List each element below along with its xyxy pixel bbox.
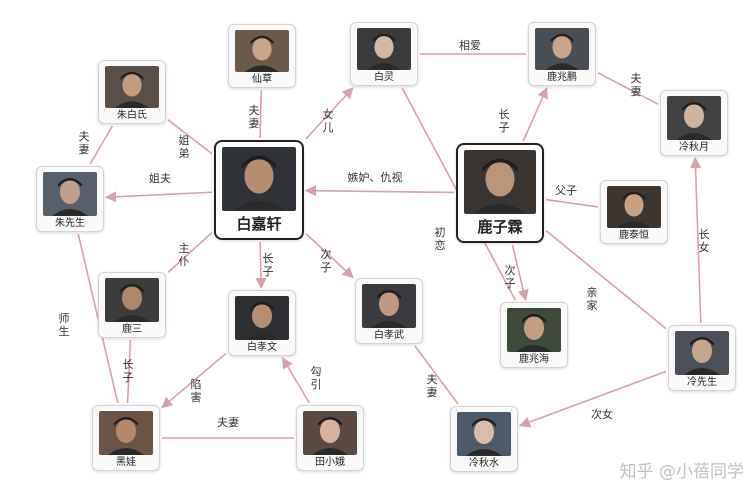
person-card-lengxiansheng: 冷先生 bbox=[668, 325, 736, 391]
relation-label: 次子 bbox=[505, 263, 516, 290]
relation-edge bbox=[518, 370, 667, 428]
person-card-lengqiuyue: 冷秋月 bbox=[660, 90, 728, 156]
person-card-heiwa: 黑娃 bbox=[92, 405, 160, 471]
relation-edge bbox=[522, 86, 548, 142]
person-name: 冷秋水 bbox=[469, 458, 499, 469]
portrait-photo bbox=[105, 278, 159, 322]
person-card-luzilin: 鹿子霖 bbox=[456, 143, 544, 243]
portrait-photo bbox=[607, 186, 661, 228]
relation-label: 陷害 bbox=[191, 377, 202, 404]
person-card-lutaiheng: 鹿泰恒 bbox=[600, 180, 668, 244]
portrait-photo bbox=[535, 28, 589, 70]
person-card-bailing: 白灵 bbox=[350, 22, 418, 86]
relation-label: 亲家 bbox=[587, 285, 598, 312]
person-name: 白孝文 bbox=[247, 342, 277, 353]
relation-edge bbox=[89, 125, 113, 165]
relation-edge bbox=[305, 87, 354, 140]
relation-label: 次女 bbox=[591, 407, 613, 421]
person-card-tianxiaoe: 田小娥 bbox=[296, 405, 364, 471]
person-name: 仙草 bbox=[252, 74, 272, 85]
person-card-zhuxiansheng: 朱先生 bbox=[36, 166, 104, 232]
person-card-baijiaxuan: 白嘉轩 bbox=[214, 140, 304, 240]
person-name: 鹿三 bbox=[122, 324, 142, 335]
relation-label: 姐夫 bbox=[149, 171, 171, 185]
person-card-luzhaopeng: 鹿兆鹏 bbox=[528, 22, 596, 86]
relation-label: 主仆 bbox=[179, 242, 190, 268]
relation-label: 相爱 bbox=[459, 39, 481, 52]
person-name: 黑娃 bbox=[116, 457, 136, 468]
portrait-photo bbox=[235, 296, 289, 340]
relation-edge bbox=[167, 231, 213, 273]
portrait-photo bbox=[675, 331, 729, 375]
relation-edge bbox=[511, 244, 529, 302]
person-name: 白孝武 bbox=[374, 330, 404, 341]
person-name: 朱白氏 bbox=[117, 110, 147, 121]
relation-label: 长子 bbox=[123, 358, 134, 384]
person-name: 鹿泰恒 bbox=[619, 230, 649, 241]
portrait-photo bbox=[222, 147, 296, 211]
relation-label: 嫉妒、仇视 bbox=[348, 170, 403, 184]
relation-label: 长子 bbox=[499, 108, 510, 134]
relation-edge bbox=[104, 191, 213, 203]
relation-edge bbox=[255, 241, 267, 290]
relation-edge bbox=[305, 233, 354, 279]
relation-edge bbox=[126, 339, 132, 404]
relation-label: 长女 bbox=[699, 228, 710, 254]
relation-label: 女儿 bbox=[323, 107, 334, 134]
person-card-luzhaohai: 鹿兆海 bbox=[500, 302, 568, 368]
relation-label: 勾引 bbox=[311, 365, 322, 391]
person-card-baixiaowu: 白孝武 bbox=[355, 278, 423, 344]
relation-edge bbox=[689, 156, 702, 324]
relation-label: 师生 bbox=[59, 312, 70, 338]
relation-label: 初恋 bbox=[435, 225, 446, 252]
portrait-photo bbox=[457, 412, 511, 456]
person-card-xiancao: 仙草 bbox=[228, 24, 296, 88]
relation-label: 夫妻 bbox=[249, 104, 260, 130]
relation-edge bbox=[414, 345, 459, 405]
person-name: 鹿兆海 bbox=[519, 354, 549, 365]
person-card-zhubaishi: 朱白氏 bbox=[98, 60, 166, 124]
person-name: 鹿兆鹏 bbox=[547, 72, 577, 83]
person-name: 冷秋月 bbox=[679, 142, 709, 153]
portrait-photo bbox=[303, 411, 357, 455]
relation-edge bbox=[597, 72, 659, 105]
relation-edge bbox=[282, 357, 310, 404]
person-card-lusan: 鹿三 bbox=[98, 272, 166, 338]
portrait-photo bbox=[99, 411, 153, 455]
portrait-photo bbox=[235, 30, 289, 72]
person-name: 朱先生 bbox=[55, 218, 85, 229]
portrait-photo bbox=[105, 66, 159, 108]
person-name: 鹿子霖 bbox=[477, 218, 523, 236]
relation-label: 夫妻 bbox=[79, 130, 90, 156]
relation-edge bbox=[167, 119, 213, 155]
portrait-photo bbox=[357, 28, 411, 70]
relation-label: 夫妻 bbox=[427, 373, 438, 399]
relation-edge bbox=[161, 352, 227, 409]
portrait-photo bbox=[464, 150, 536, 214]
portrait-photo bbox=[507, 308, 561, 352]
person-name: 田小娥 bbox=[315, 457, 345, 468]
relation-label: 次子 bbox=[321, 247, 332, 274]
relation-label: 姐弟 bbox=[179, 133, 190, 160]
relation-label: 夫妻 bbox=[631, 72, 642, 98]
person-name: 白灵 bbox=[374, 72, 394, 83]
portrait-photo bbox=[667, 96, 721, 140]
person-card-lengqiushui: 冷秋水 bbox=[450, 406, 518, 472]
person-name: 冷先生 bbox=[687, 377, 717, 388]
relation-edge bbox=[304, 185, 455, 197]
relation-label: 长子 bbox=[263, 252, 274, 278]
person-name: 白嘉轩 bbox=[236, 215, 282, 233]
person-card-baixiaowen: 白孝文 bbox=[228, 290, 296, 356]
watermark-text: 知乎 @小蓓同学 bbox=[619, 462, 744, 482]
relation-edge bbox=[259, 89, 263, 139]
portrait-photo bbox=[362, 284, 416, 328]
relation-edge bbox=[545, 229, 667, 330]
relation-edge bbox=[545, 198, 599, 208]
portrait-photo bbox=[43, 172, 97, 216]
relation-label: 夫妻 bbox=[217, 416, 239, 429]
relation-label: 父子 bbox=[555, 184, 577, 197]
